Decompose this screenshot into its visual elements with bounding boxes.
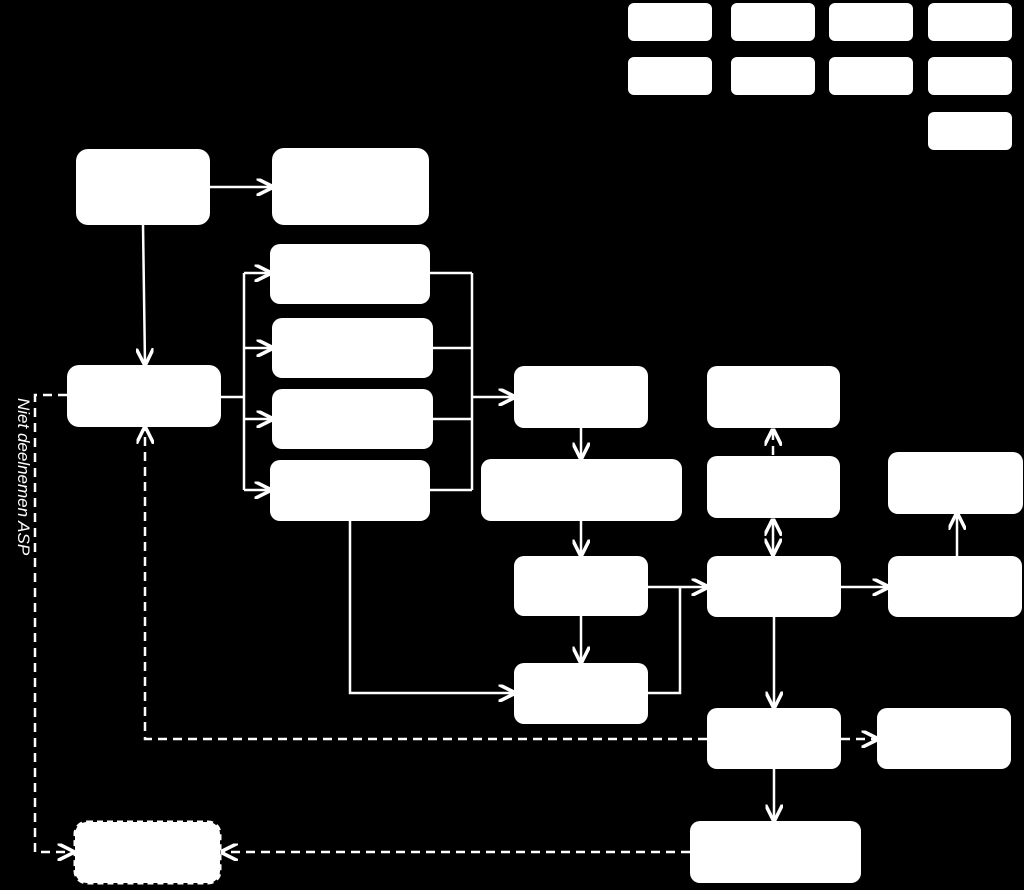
legend: [628, 3, 1012, 150]
node-upper-middle: [707, 366, 840, 428]
node-chain-2: [481, 459, 682, 521]
legend-swatch: [928, 3, 1012, 41]
legend-swatch: [928, 57, 1012, 95]
node-central: [67, 365, 221, 427]
legend-swatch: [829, 57, 913, 95]
node-branch-4: [270, 460, 430, 521]
nodes: [67, 148, 1023, 885]
node-top-right: [272, 148, 429, 225]
node-right-lower: [877, 708, 1011, 769]
node-chain-1: [514, 366, 648, 428]
edge-arrow: [348, 521, 514, 693]
edges: [33, 187, 957, 852]
legend-swatch: [628, 3, 712, 41]
node-dashed-bottom-left: [73, 820, 222, 885]
node-middle: [707, 456, 840, 518]
edge-connector: [648, 585, 682, 695]
node-start: [76, 149, 210, 225]
node-chain-4: [514, 663, 648, 724]
edge-arrow: [33, 393, 73, 852]
edge-arrow: [145, 428, 707, 741]
node-branch-2: [272, 318, 433, 378]
edge-label-not-participating: Niet deelnemen ASP: [14, 398, 33, 556]
node-right: [888, 556, 1022, 617]
legend-swatch: [928, 112, 1012, 150]
edge-connector: [430, 271, 474, 492]
node-right-upper: [888, 452, 1023, 514]
legend-swatch: [829, 3, 913, 41]
node-lower: [707, 708, 841, 769]
legend-swatch: [731, 57, 815, 95]
node-center: [707, 556, 841, 617]
edge-connector: [221, 273, 246, 490]
node-branch-3: [272, 389, 433, 449]
node-chain-3: [514, 556, 648, 616]
node-branch-1: [270, 244, 430, 304]
legend-swatch: [628, 57, 712, 95]
legend-swatch: [731, 3, 815, 41]
edge-arrow: [143, 224, 145, 364]
node-bottom: [690, 821, 861, 883]
